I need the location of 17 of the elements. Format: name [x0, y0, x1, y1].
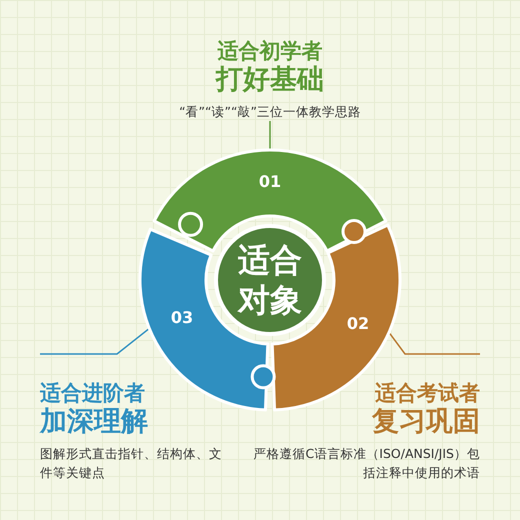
- center-circle: [214, 224, 326, 336]
- leader-line: [269, 121, 271, 149]
- description-text: 严格遵循C语言标准（ISO/ANSI/JIS）包括注释中使用的术语: [252, 445, 480, 482]
- center-label: 适合对象: [236, 240, 303, 320]
- step-number: 03: [170, 310, 194, 326]
- audience-heading: 适合考试者: [374, 380, 480, 406]
- step-number: 02: [346, 316, 370, 332]
- benefit-heading: 加深理解: [40, 406, 149, 438]
- benefit-heading: 复习巩固: [370, 406, 480, 438]
- description-text: 图解形式直击指针、结构体、文件等关键点: [40, 445, 223, 482]
- benefit-heading: 打好基础: [214, 64, 325, 96]
- description-text: “看”“读”“敲”三位一体教学思路: [178, 103, 362, 121]
- step-number: 01: [258, 174, 282, 190]
- leader-line: [40, 328, 149, 355]
- audience-heading: 适合初学者: [216, 38, 324, 64]
- audience-heading: 适合进阶者: [40, 380, 146, 406]
- leader-line: [389, 332, 480, 355]
